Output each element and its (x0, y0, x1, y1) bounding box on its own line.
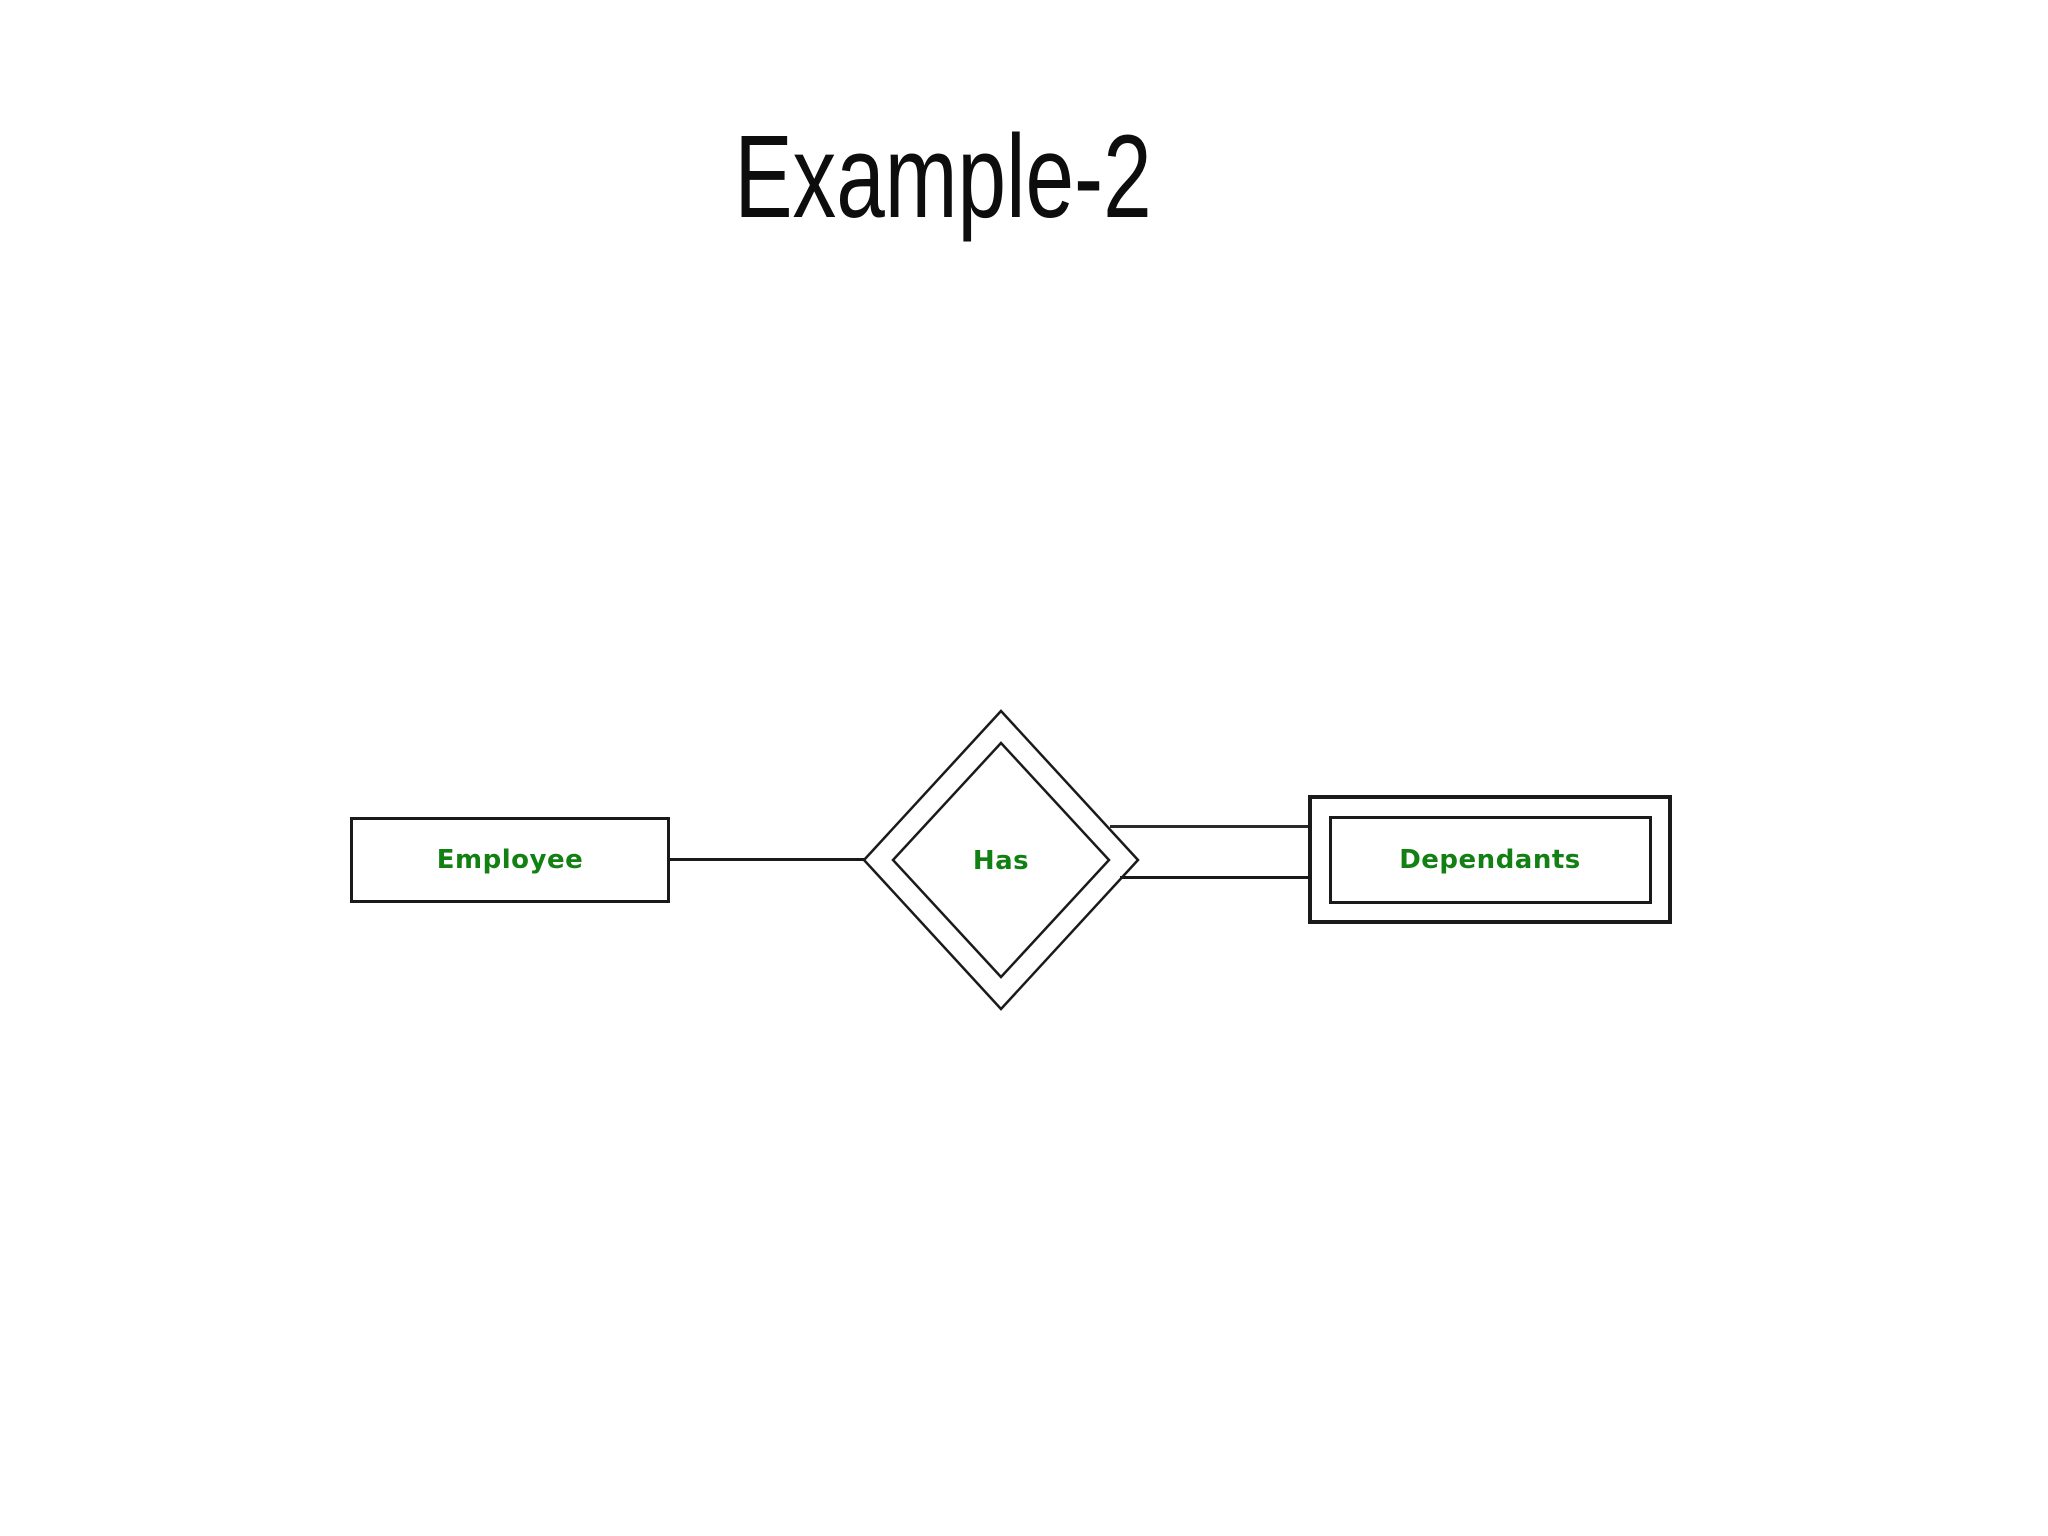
diamond-inner-shape (891, 741, 1111, 979)
weak-entity-dependants-inner-box: Dependants (1328, 815, 1652, 904)
employee-has-connector-line (668, 858, 864, 861)
has-dependants-double-line-lower (1120, 876, 1308, 879)
relationship-has-label: Has (972, 846, 1030, 876)
weak-entity-dependants-outer-box: Dependants (1308, 795, 1672, 924)
page-title-text: Example-2 (734, 111, 1152, 243)
entity-employee-box: Employee (350, 817, 670, 903)
entity-employee-label: Employee (436, 845, 584, 875)
weak-entity-dependants-label: Dependants (1399, 844, 1581, 875)
page-title: Example-2 (661, 118, 1225, 236)
has-dependants-double-line-upper (1110, 825, 1308, 828)
relationship-diamond-icon (862, 709, 1140, 1011)
